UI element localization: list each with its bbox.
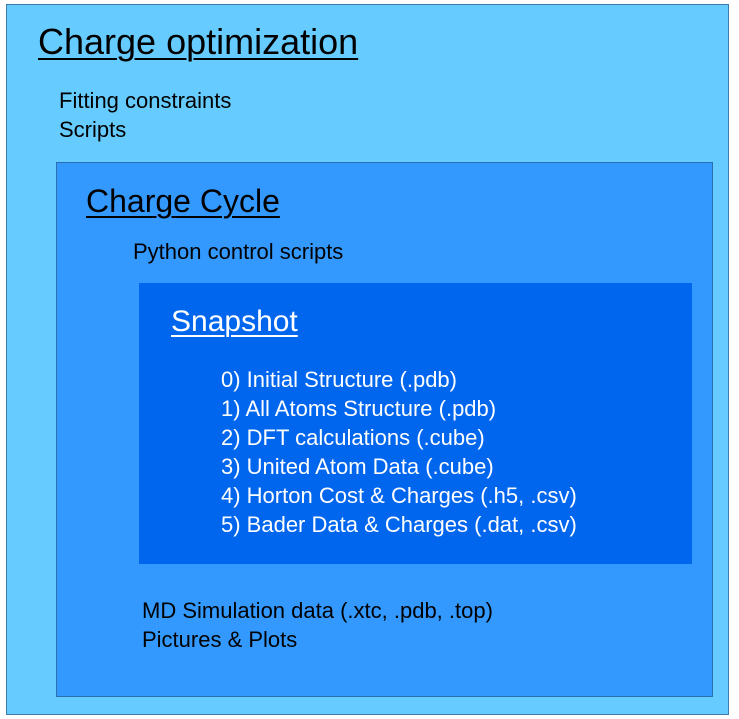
charge-optimization-item: Fitting constraints — [59, 88, 232, 113]
snapshot-box: Snapshot 0) Initial Structure (.pdb) 1) … — [139, 283, 692, 564]
charge-cycle-subtitle: Python control scripts — [133, 239, 344, 264]
charge-cycle-item: Pictures & Plots — [142, 627, 298, 652]
charge-optimization-title: Charge optimization — [38, 21, 359, 62]
charge-cycle-box: Charge Cycle Python control scripts Snap… — [56, 162, 713, 697]
snapshot-step: 1) All Atoms Structure (.pdb) — [221, 396, 497, 421]
charge-cycle-title: Charge Cycle — [86, 183, 280, 219]
snapshot-items: 0) Initial Structure (.pdb) 1) All Atoms… — [221, 365, 577, 539]
snapshot-title: Snapshot — [171, 305, 298, 338]
charge-cycle-items: MD Simulation data (.xtc, .pdb, .top) Pi… — [142, 596, 493, 654]
snapshot-step: 0) Initial Structure (.pdb) — [221, 367, 457, 392]
snapshot-step: 5) Bader Data & Charges (.dat, .csv) — [221, 512, 577, 537]
charge-optimization-item: Scripts — [59, 117, 127, 142]
charge-optimization-items: Fitting constraints Scripts — [59, 86, 231, 144]
snapshot-step: 4) Horton Cost & Charges (.h5, .csv) — [221, 483, 577, 508]
snapshot-step: 2) DFT calculations (.cube) — [221, 425, 485, 450]
charge-cycle-item: MD Simulation data (.xtc, .pdb, .top) — [142, 598, 493, 623]
snapshot-step: 3) United Atom Data (.cube) — [221, 454, 494, 479]
